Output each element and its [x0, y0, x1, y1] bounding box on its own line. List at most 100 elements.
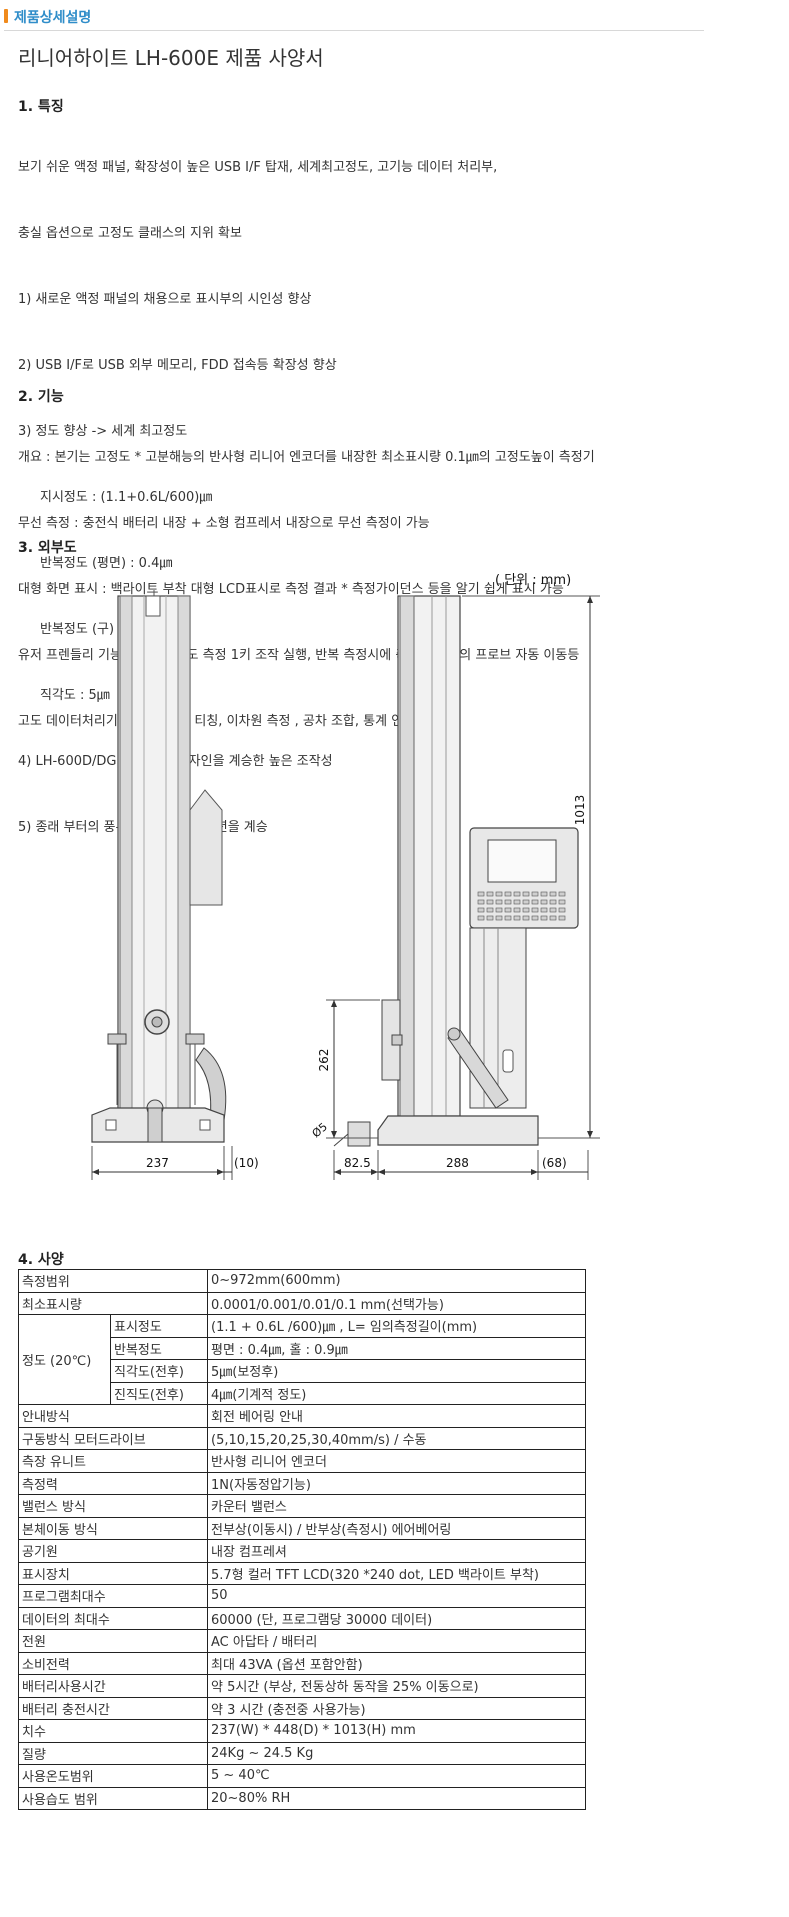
spec-label: 밸런스 방식 [18, 1494, 208, 1518]
side-view [326, 595, 600, 1180]
functions-list: 개요 : 본기는 고정도 * 고분해능의 반사형 리니어 엔코더를 내장한 최소… [18, 403, 595, 755]
spec-sub-label: 진직도(전후) [110, 1381, 208, 1405]
spec-label: 구동방식 모터드라이브 [18, 1426, 208, 1450]
spec-label: 소비전력 [18, 1651, 208, 1675]
spec-sub-label: 직각도(전후) [110, 1359, 208, 1383]
features-line: 보기 쉬운 액정 패널, 확장성이 높은 USB I/F 탑재, 세계최고정도,… [18, 160, 498, 175]
spec-label: 데이터의 최대수 [18, 1606, 208, 1630]
spec-value: 60000 (단, 프로그램당 30000 데이터) [207, 1606, 586, 1630]
dim-left-side: 82.5 [344, 1156, 371, 1170]
spec-label: 안내방식 [18, 1404, 208, 1428]
spec-label: 배터리사용시간 [18, 1674, 208, 1698]
spec-value: 237(W) * 448(D) * 1013(H) mm [207, 1719, 586, 1743]
features-line: 지시정도 : (1.1+0.6L/600)㎛ [40, 490, 213, 505]
features-line: 2) USB I/F로 USB 외부 메모리, FDD 접속등 확장성 향상 [18, 358, 337, 373]
specs-heading: 4. 사양 [18, 1252, 64, 1268]
spec-value: 반사형 리니어 엔코더 [207, 1449, 586, 1473]
functions-heading: 2. 기능 [18, 389, 64, 405]
page-title: 리니어하이트 LH-600E 제품 사양서 [18, 46, 324, 70]
spec-label: 측정범위 [18, 1269, 208, 1293]
spec-value: 0.0001/0.001/0.01/0.1 mm(선택가능) [207, 1291, 586, 1315]
unit-label: ( 단위 : mm) [495, 573, 571, 588]
spec-value: 약 5시간 (부상, 전동상하 동작을 25% 이동으로) [207, 1674, 586, 1698]
spec-value: (1.1 + 0.6L /600)㎛ , L= 임의측정길이(mm) [207, 1314, 586, 1338]
table-row: 진직도(전후) 4㎛(기계적 정도) [19, 1381, 586, 1405]
dim-offset-side: (68) [542, 1156, 567, 1170]
spec-value: 4㎛(기계적 정도) [207, 1381, 586, 1405]
spec-value: 0~972mm(600mm) [207, 1269, 586, 1293]
spec-label: 공기원 [18, 1539, 208, 1563]
functions-line: 개요 : 본기는 고정도 * 고분해능의 반사형 리니어 엔코더를 내장한 최소… [18, 450, 595, 465]
features-line: 충실 옵션으로 고정도 클래스의 지위 확보 [18, 226, 242, 241]
spec-value: AC 아답타 / 배터리 [207, 1629, 586, 1653]
features-line: 3) 정도 향상 -> 세계 최고정도 [18, 424, 188, 439]
keypad [477, 891, 566, 921]
spec-value: 5.7형 컬러 TFT LCD(320 *240 dot, LED 백라이트 부… [207, 1561, 586, 1585]
spec-value: 20~80% RH [207, 1786, 586, 1810]
spec-label: 치수 [18, 1719, 208, 1743]
section-header: 제품상세설명 [4, 4, 704, 31]
spec-value: 5㎛(보정후) [207, 1359, 586, 1383]
front-view [91, 590, 233, 1180]
spec-label: 질량 [18, 1741, 208, 1765]
features-line: 반복정도 (평면) : 0.4㎛ [40, 556, 173, 571]
spec-value: 전부상(이동시) / 반부상(측정시) 에어베어링 [207, 1516, 586, 1540]
spec-label: 표시장치 [18, 1561, 208, 1585]
spec-label: 전원 [18, 1629, 208, 1653]
spec-label: 프로그램최대수 [18, 1584, 208, 1608]
functions-line: 대형 화면 표시 : 백라이트 부착 대형 LCD표시로 측정 결과 * 측정가… [18, 582, 564, 597]
table-row: 측정범위 0~972mm(600mm) [18, 1269, 586, 1293]
spec-value: 평면 : 0.4㎛, 홀 : 0.9㎛ [207, 1336, 586, 1360]
table-row: 구동방식 모터드라이브(5,10,15,20,25,30,40mm/s) / 수… [18, 1426, 586, 1450]
dim-width-front: 237 [146, 1156, 169, 1170]
spec-value: 24Kg ~ 24.5 Kg [207, 1741, 586, 1765]
spec-value: 내장 컴프레셔 [207, 1539, 586, 1563]
spec-label: 사용습도 범위 [18, 1786, 208, 1810]
spec-sub-label: 표시정도 [110, 1314, 208, 1338]
functions-line: 무선 측정 : 충전식 배터리 내장 + 소형 컴프레서 내장으로 무선 측정이… [18, 516, 430, 531]
features-line: 직각도 : 5㎛ [40, 688, 110, 703]
header-accent-bar [4, 9, 8, 23]
dim-offset-front: (10) [234, 1156, 259, 1170]
features-line: 1) 새로운 액정 패널의 채용으로 표시부의 시인성 향상 [18, 292, 312, 307]
features-heading: 1. 특징 [18, 99, 64, 115]
table-row: 정도 (20℃) 표시정도 (1.1 + 0.6L /600)㎛ , L= 임의… [18, 1314, 586, 1405]
spec-value: 회전 베어링 안내 [207, 1404, 586, 1428]
spec-label: 사용온도범위 [18, 1764, 208, 1788]
dim-height-lower: 262 [317, 1049, 331, 1072]
spec-label: 최소표시량 [18, 1291, 208, 1315]
spec-sub-label: 반복정도 [110, 1336, 208, 1360]
dim-base-depth: 288 [446, 1156, 469, 1170]
spec-value: (5,10,15,20,25,30,40mm/s) / 수동 [207, 1426, 586, 1450]
spec-table: 측정범위 0~972mm(600mm) 최소표시량 0.0001/0.001/0… [18, 1269, 586, 1810]
table-row: 최소표시량 0.0001/0.001/0.01/0.1 mm(선택가능) [18, 1291, 586, 1315]
dim-height-total: 1013 [573, 795, 587, 826]
drawing-heading: 3. 외부도 [18, 540, 77, 556]
dimension-drawing: ( 단위 : mm) [91, 573, 600, 1180]
spec-value: 카운터 밸런스 [207, 1494, 586, 1518]
spec-label: 측장 유니트 [18, 1449, 208, 1473]
dim-diameter: Ø5 [310, 1120, 330, 1140]
spec-label: 측정력 [18, 1471, 208, 1495]
spec-value: 최대 43VA (옵션 포함안함) [207, 1651, 586, 1675]
spec-group-label: 정도 (20℃) [18, 1314, 111, 1405]
spec-label: 배터리 충전시간 [18, 1696, 208, 1720]
spec-label: 본체이동 방식 [18, 1516, 208, 1540]
